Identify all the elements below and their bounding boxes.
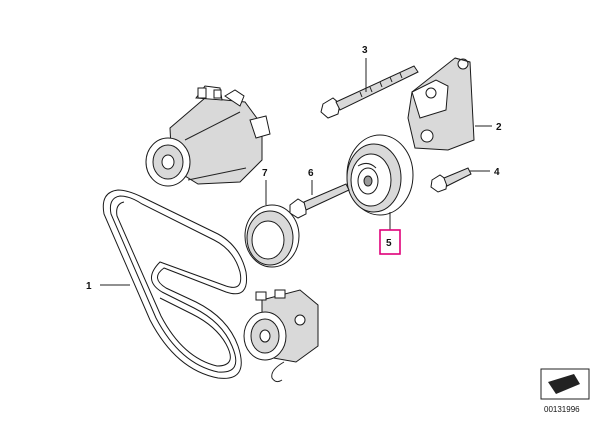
callout-1: 1 — [86, 281, 92, 292]
callout-4: 4 — [494, 167, 500, 178]
tension-pulley — [346, 134, 414, 216]
leader-lines — [100, 58, 492, 286]
callout-2: 2 — [496, 122, 502, 133]
diagram-number: 00131996 — [544, 405, 580, 414]
deflection-pulley — [244, 204, 300, 268]
callout-3: 3 — [362, 45, 368, 56]
power-steering-pump — [243, 289, 319, 383]
callout-7: 7 — [262, 168, 268, 179]
bolt-long — [320, 65, 419, 119]
callout-5: 5 — [386, 238, 392, 249]
highlight-box-5 — [379, 229, 401, 255]
arrow-box-icon — [540, 368, 590, 400]
ac-compressor — [145, 85, 271, 187]
tensioner-bracket — [407, 57, 475, 151]
bolt-short — [430, 167, 472, 193]
drive-belt — [102, 189, 248, 379]
callout-6: 6 — [308, 168, 314, 179]
bolt-medium — [289, 183, 350, 219]
